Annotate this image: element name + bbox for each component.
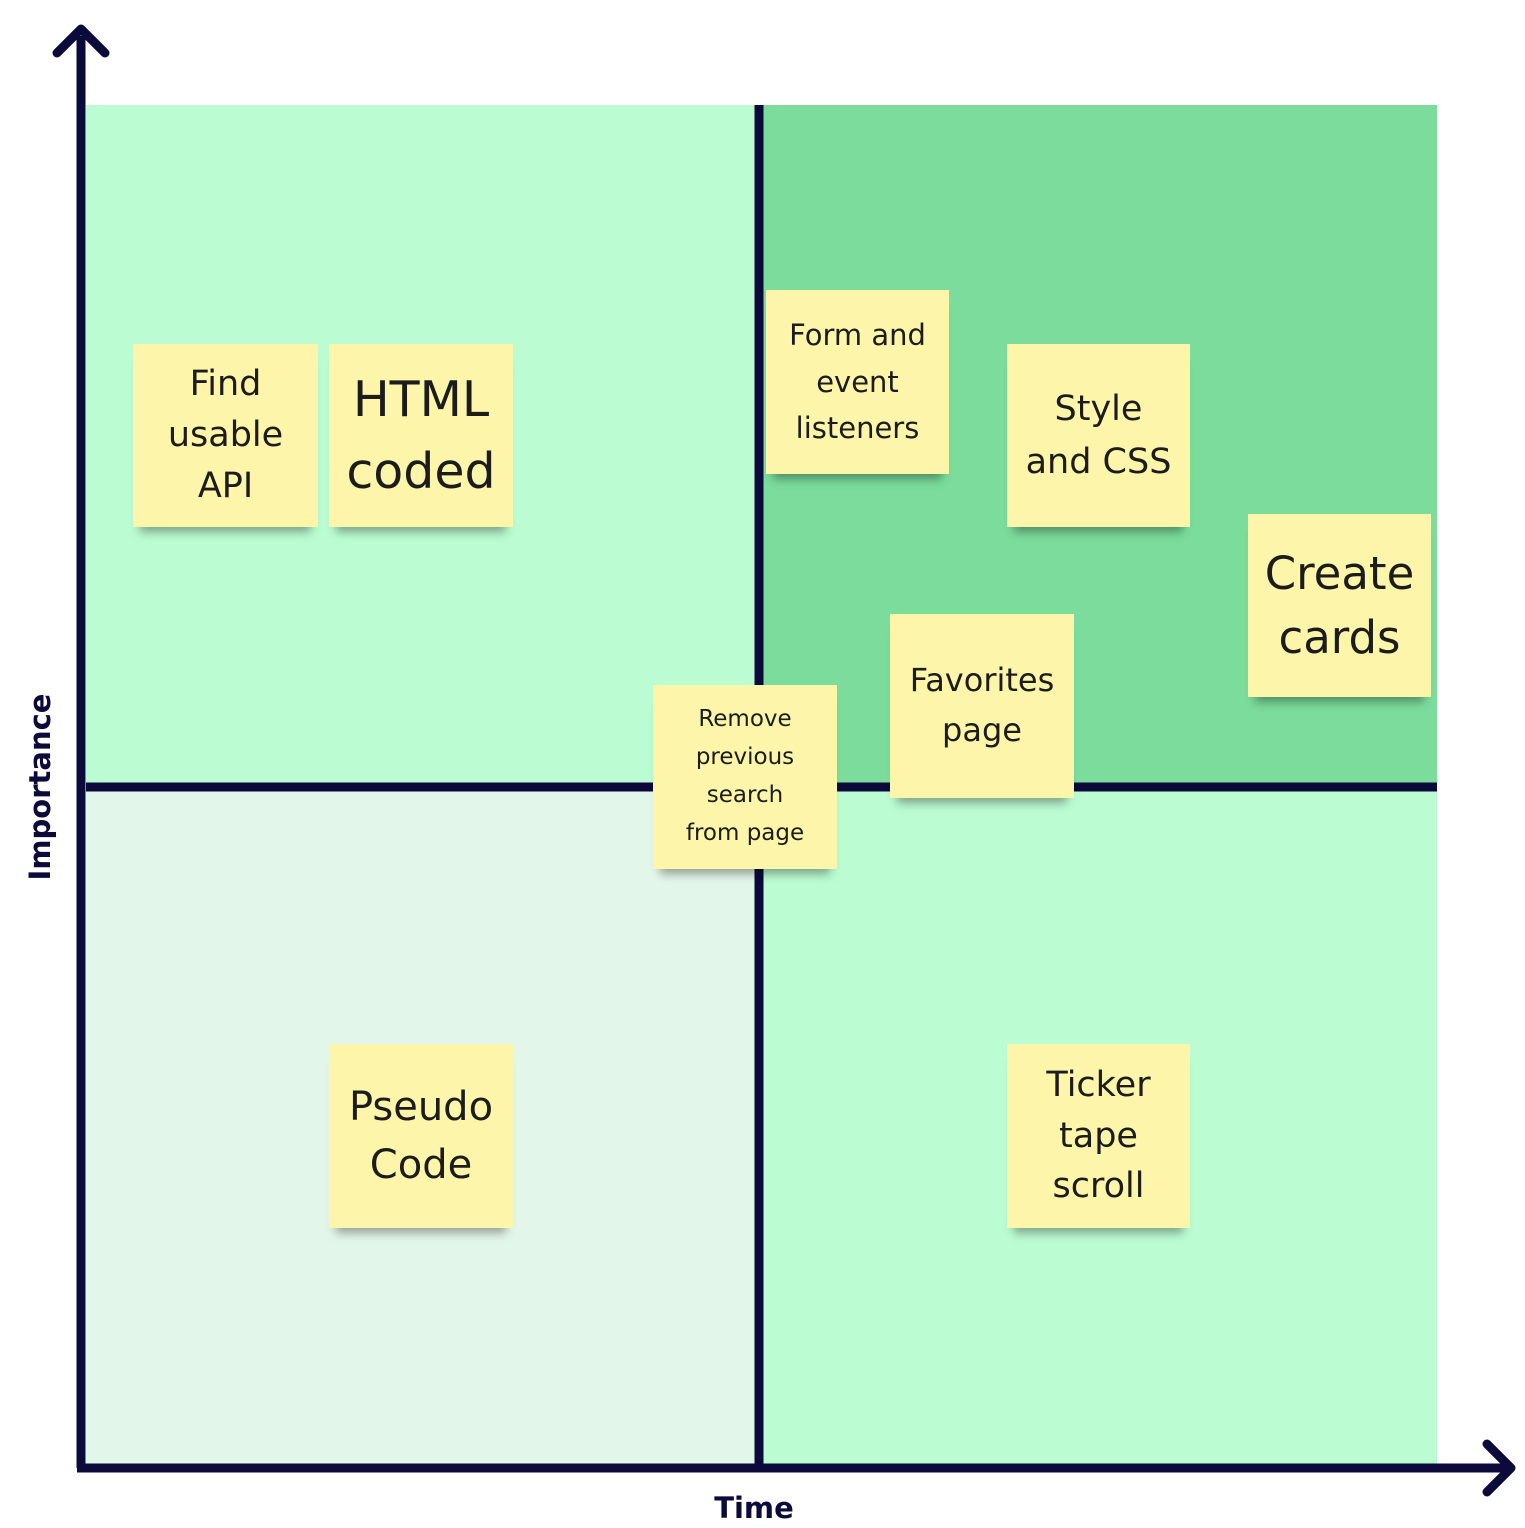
sticky-note-text: Pseudo Code bbox=[348, 1084, 494, 1188]
y-axis-label: Importance bbox=[23, 693, 57, 881]
sticky-note-ticker-tape[interactable]: Ticker tape scroll bbox=[1007, 1044, 1190, 1228]
sticky-note-text: HTML coded bbox=[346, 371, 496, 500]
sticky-note-remove-search[interactable]: Remove previous search from page bbox=[653, 685, 837, 869]
sticky-note-text: Favorites page bbox=[909, 661, 1055, 749]
sticky-note-text: Form and event listeners bbox=[789, 318, 926, 446]
x-axis-label: Time bbox=[714, 1491, 794, 1525]
sticky-note-style-css[interactable]: Style and CSS bbox=[1007, 344, 1190, 527]
sticky-note-pseudo-code[interactable]: Pseudo Code bbox=[329, 1044, 513, 1228]
sticky-note-text: Create cards bbox=[1264, 546, 1415, 664]
sticky-note-find-api[interactable]: Find usable API bbox=[133, 344, 318, 527]
sticky-note-favorites-page[interactable]: Favorites page bbox=[890, 614, 1074, 798]
sticky-note-form-listeners[interactable]: Form and event listeners bbox=[766, 290, 949, 474]
sticky-note-create-cards[interactable]: Create cards bbox=[1248, 514, 1431, 697]
sticky-note-text: Find usable API bbox=[167, 364, 284, 506]
sticky-note-text: Ticker tape scroll bbox=[1046, 1064, 1151, 1207]
sticky-note-text: Style and CSS bbox=[1025, 389, 1172, 482]
x-axis-arrowhead bbox=[1482, 1439, 1516, 1497]
y-axis-arrowhead bbox=[52, 24, 110, 58]
sticky-note-text: Remove previous search from page bbox=[685, 706, 805, 846]
sticky-note-html-coded[interactable]: HTML coded bbox=[329, 344, 513, 527]
